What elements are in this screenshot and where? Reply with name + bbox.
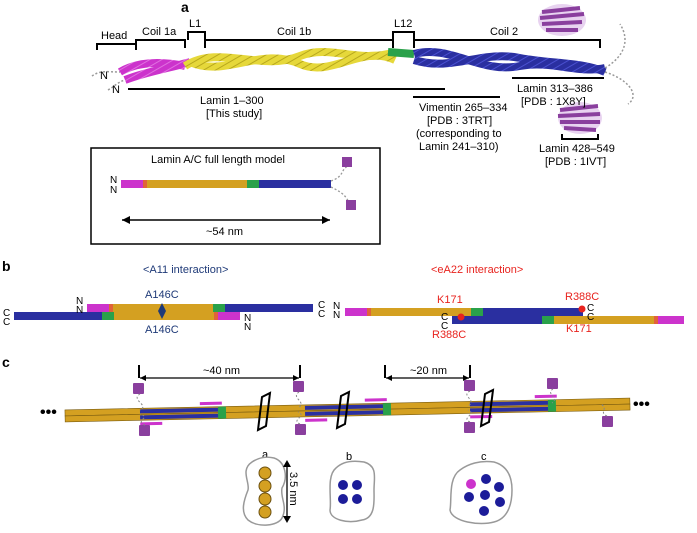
r388c-marker-1 bbox=[457, 313, 465, 321]
vimentin-pdb: [PDB : 3TRT] bbox=[427, 115, 492, 127]
a11-c-3: C bbox=[318, 300, 325, 311]
coiled-coil-structure bbox=[91, 23, 634, 105]
a11-c-4: C bbox=[318, 309, 325, 320]
ellipsis-left: ••• bbox=[40, 404, 57, 421]
model-length-label: ~54 nm bbox=[206, 226, 243, 238]
model-coil1-2 bbox=[147, 184, 247, 188]
a11-n-2: N bbox=[76, 305, 83, 316]
a11-title: <A11 interaction> bbox=[143, 264, 228, 276]
ea22-c-2: C bbox=[441, 321, 448, 332]
lamin-1-300-note: [This study] bbox=[206, 108, 262, 120]
a146c-bottom: A146C bbox=[145, 324, 179, 336]
r388c-top: R388C bbox=[565, 291, 599, 303]
head-loop-2 bbox=[107, 79, 126, 91]
distance-20-label: ~20 nm bbox=[410, 365, 447, 377]
lamin-428-549-structure bbox=[557, 102, 602, 134]
model-globular-1 bbox=[342, 157, 352, 167]
panel-a-label: a bbox=[181, 0, 189, 15]
cross-section-c: c bbox=[449, 451, 513, 525]
panel-a: a Head Coil 1a L1 Coil 1b L12 Coil 2 bbox=[90, 0, 634, 245]
ea22-c-3: C bbox=[587, 303, 594, 314]
a11-n-4: N bbox=[244, 322, 251, 333]
l1-bracket bbox=[187, 31, 206, 40]
l12-bracket bbox=[392, 31, 415, 40]
section-b-label: b bbox=[346, 451, 352, 463]
coil1b-helix-2 bbox=[188, 51, 397, 72]
distance-40-label: ~40 nm bbox=[203, 365, 240, 377]
model-head-1 bbox=[121, 180, 143, 184]
l1-label: L1 bbox=[189, 18, 201, 30]
lamin-313-386-label: Lamin 313–386 bbox=[517, 83, 593, 95]
a11-n-3: N bbox=[244, 313, 251, 324]
tail-loop-2 bbox=[604, 71, 634, 105]
lamin-313-386-pdb: [PDB : 1X8Y] bbox=[521, 96, 586, 108]
ellipsis-right: ••• bbox=[633, 396, 650, 413]
r388c-marker-2 bbox=[578, 305, 586, 313]
section-a-label: a bbox=[262, 449, 269, 461]
domain-brackets bbox=[96, 31, 601, 50]
n-terminus-2: N bbox=[112, 84, 120, 96]
coil1b-bracket bbox=[204, 39, 394, 48]
model-n-1: N bbox=[110, 175, 117, 186]
section-c-label: c bbox=[481, 451, 487, 463]
ea22-c-1: C bbox=[441, 312, 448, 323]
coil1a-label: Coil 1a bbox=[142, 26, 177, 38]
ea22-n-2: N bbox=[333, 310, 340, 321]
a146c-top: A146C bbox=[145, 289, 179, 301]
coil1a-bracket bbox=[135, 39, 186, 48]
coil1b-label: Coil 1b bbox=[277, 26, 311, 38]
r388c-bottom: R388C bbox=[432, 329, 466, 341]
a11-c-1: C bbox=[3, 308, 10, 319]
coil2-bracket bbox=[413, 39, 601, 48]
width-label: 3.5 nm bbox=[287, 472, 299, 506]
cross-section-b: b bbox=[329, 451, 376, 523]
lamin-1-300-label: Lamin 1–300 bbox=[200, 95, 264, 107]
ea22-dimer bbox=[345, 308, 684, 324]
section-plane-b bbox=[335, 390, 351, 430]
a11-n-1: N bbox=[76, 296, 83, 307]
full-length-model: Lamin A/C full length model N N ~54 nm bbox=[90, 147, 381, 245]
ea22-title: <eA22 interaction> bbox=[431, 264, 523, 276]
panel-b: b <A11 interaction> <eA22 interaction> bbox=[2, 258, 684, 341]
a11-c-2: C bbox=[3, 317, 10, 328]
model-coil2-2 bbox=[259, 184, 331, 188]
lamin-313-386-structure bbox=[538, 4, 586, 36]
head-loop bbox=[91, 70, 121, 77]
vimentin-note-2: Lamin 241–310) bbox=[419, 141, 499, 153]
lamin-428-549-label: Lamin 428–549 bbox=[539, 143, 615, 155]
section-plane-c bbox=[479, 388, 495, 428]
panel-c-label: c bbox=[2, 354, 10, 370]
a146c-marker bbox=[158, 303, 166, 319]
ea22-c-4: C bbox=[587, 312, 594, 323]
model-head-2 bbox=[121, 184, 143, 188]
vimentin-note-1: (corresponding to bbox=[416, 128, 502, 140]
panel-b-label: b bbox=[2, 258, 11, 274]
head-bracket bbox=[96, 43, 137, 50]
lamin-428-549-pdb: [PDB : 1IVT] bbox=[545, 156, 606, 168]
model-coil1-1 bbox=[147, 180, 247, 184]
tail-loop-1 bbox=[604, 23, 626, 69]
model-coil2-1 bbox=[259, 180, 331, 184]
cross-section-a: a bbox=[242, 449, 287, 526]
model-box bbox=[90, 147, 381, 245]
model-n-2: N bbox=[110, 185, 117, 196]
model-globular-2 bbox=[346, 200, 356, 210]
coil2-label: Coil 2 bbox=[490, 26, 518, 38]
section-plane-a bbox=[256, 391, 272, 432]
k171-bottom: K171 bbox=[566, 323, 592, 335]
vimentin-label: Vimentin 265–334 bbox=[419, 102, 507, 114]
model-title: Lamin A/C full length model bbox=[151, 154, 285, 166]
l12-label: L12 bbox=[394, 18, 412, 30]
head-label: Head bbox=[101, 30, 127, 42]
k171-top: K171 bbox=[437, 294, 463, 306]
coil2-helix-2 bbox=[412, 52, 607, 76]
lamin-428-549-bracket bbox=[561, 134, 599, 140]
ea22-n-1: N bbox=[333, 301, 340, 312]
globular-domains bbox=[133, 378, 613, 436]
l12-helix bbox=[387, 48, 415, 58]
panel-c: c ~40 nm ~20 nm bbox=[2, 354, 650, 526]
n-terminus-1: N bbox=[100, 70, 108, 82]
